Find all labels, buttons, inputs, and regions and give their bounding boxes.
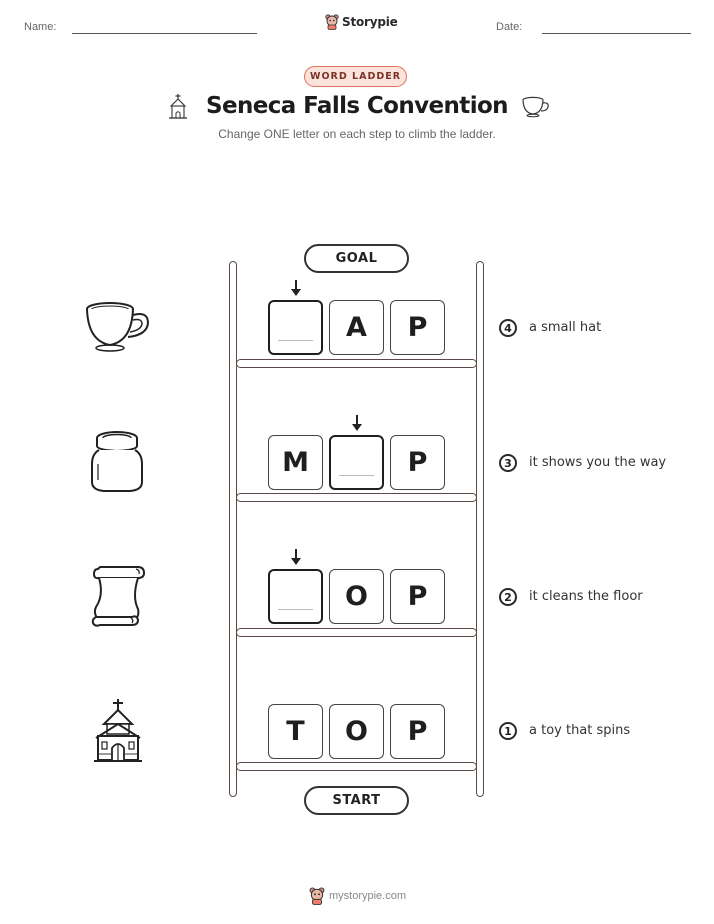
footer-brand: mystorypie.com [309, 887, 406, 905]
brand-logo: Storypie [325, 14, 398, 30]
bear-mascot-icon [325, 14, 339, 30]
goal-label: GOAL [304, 244, 409, 273]
letter-tile: P [390, 569, 445, 624]
step-clue: it shows you the way [529, 455, 667, 470]
name-label: Name: [24, 21, 57, 33]
bear-mascot-icon [309, 887, 325, 905]
step-clue: a small hat [529, 320, 602, 335]
step-clue: it cleans the floor [529, 589, 643, 604]
ladder-right-rail [476, 261, 484, 797]
letter-input-blank[interactable] [329, 435, 384, 490]
step-number-badge: 4 [499, 319, 517, 337]
letter-tile: M [268, 435, 323, 490]
church-icon [169, 94, 187, 119]
ladder-rung [236, 493, 477, 502]
ladder-rung [236, 628, 477, 637]
step-number-badge: 3 [499, 454, 517, 472]
footer-site-link[interactable]: mystorypie.com [329, 890, 407, 902]
letter-input-blank[interactable] [268, 569, 323, 624]
ladder-rung [236, 359, 477, 368]
start-label: START [304, 786, 409, 815]
worksheet-type-badge: WORD LADDER [304, 66, 407, 87]
arrow-down-icon [291, 549, 301, 565]
letter-tile: T [268, 704, 323, 759]
letter-tile: P [390, 704, 445, 759]
brand-name: Storypie [342, 15, 398, 29]
date-label: Date: [496, 21, 523, 33]
arrow-down-icon [291, 280, 301, 296]
arrow-down-icon [352, 415, 362, 431]
letter-tile: P [390, 300, 445, 355]
letter-input-blank[interactable] [268, 300, 323, 355]
letter-tile: O [329, 704, 384, 759]
date-line[interactable] [542, 33, 691, 34]
jar-icon [91, 431, 143, 492]
cup-icon [86, 302, 150, 352]
scroll-icon [91, 566, 146, 627]
letter-tile: P [390, 435, 445, 490]
ladder-left-rail [229, 261, 237, 797]
ladder-rung [236, 762, 477, 771]
name-line[interactable] [72, 33, 257, 34]
letter-tile: O [329, 569, 384, 624]
worksheet-title: Seneca Falls Convention [206, 93, 509, 119]
church-icon [94, 699, 142, 762]
letter-tile: A [329, 300, 384, 355]
step-number-badge: 1 [499, 722, 517, 740]
step-number-badge: 2 [499, 588, 517, 606]
worksheet-instructions: Change ONE letter on each step to climb … [218, 127, 496, 141]
cup-icon [522, 96, 549, 118]
step-clue: a toy that spins [529, 723, 631, 738]
